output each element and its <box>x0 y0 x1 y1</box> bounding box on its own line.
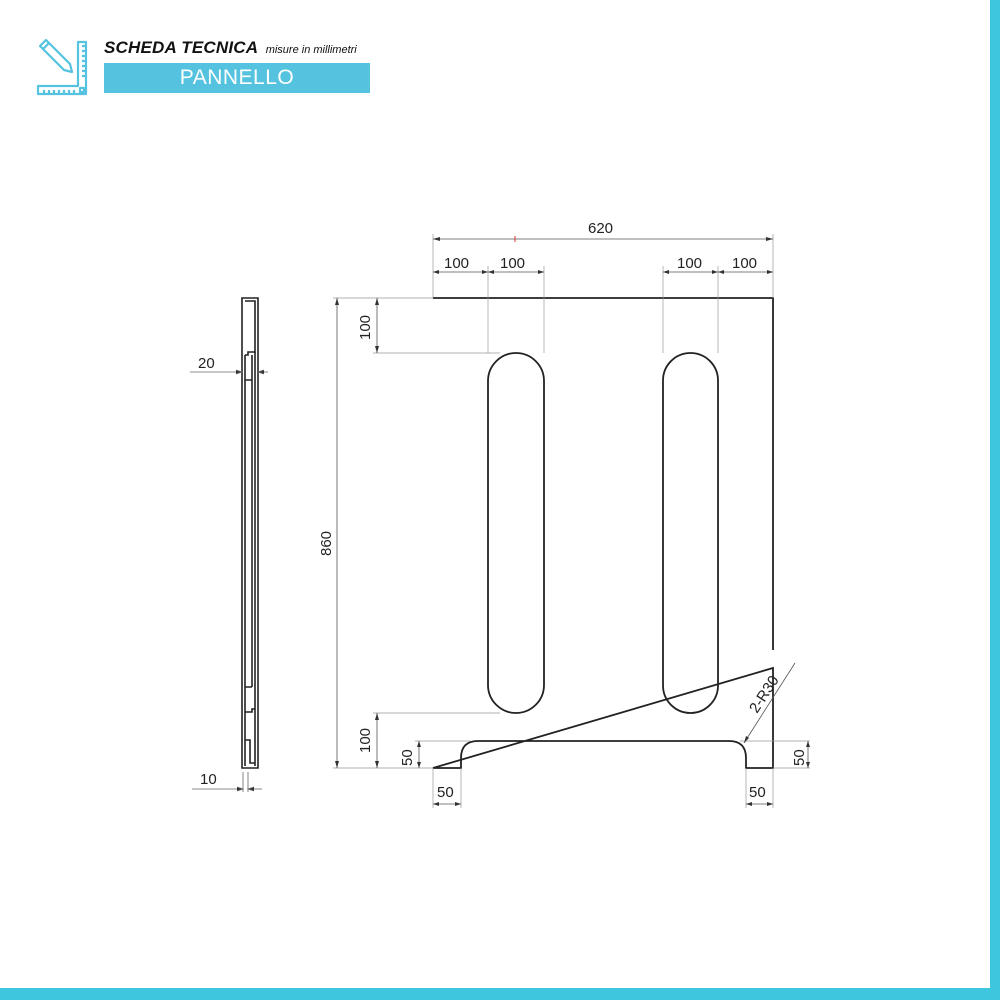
title-line: SCHEDA TECNICA misure in millimetri <box>104 38 357 58</box>
cutout-left-height-label: 50 <box>399 749 416 766</box>
ruler-pencil-icon <box>36 38 88 96</box>
cutout-left-inset-label: 50 <box>437 784 454 801</box>
extension-lines <box>333 234 810 808</box>
radius-note: 2-R30 <box>746 673 783 717</box>
dimension-lines <box>336 238 809 805</box>
overall-height-label: 860 <box>318 531 335 556</box>
product-banner: PANNELLO <box>104 63 370 93</box>
offset-label-2: 100 <box>500 255 525 272</box>
frame-border-right <box>990 0 1000 1000</box>
overall-width-label: 620 <box>588 220 613 237</box>
side-bottom-label: 10 <box>200 771 217 788</box>
offset-label-4: 100 <box>732 255 757 272</box>
slot-bottom-offset-label: 100 <box>357 728 374 753</box>
slot-right <box>662 352 719 714</box>
slot-left <box>487 352 545 714</box>
slot-top-offset-label: 100 <box>357 315 374 340</box>
side-dim-10 <box>192 772 262 792</box>
front-panel <box>432 297 774 769</box>
cutout-right-height-label: 50 <box>791 749 808 766</box>
side-view <box>241 297 259 769</box>
cutout-right-inset-label: 50 <box>749 784 766 801</box>
side-dim-20 <box>190 369 268 375</box>
side-thickness-label: 20 <box>198 355 215 372</box>
sheet-title: SCHEDA TECNICA <box>104 38 259 57</box>
arrowheads <box>335 237 810 806</box>
frame-border-bottom <box>0 988 1000 1000</box>
offset-label-1: 100 <box>444 255 469 272</box>
offset-label-3: 100 <box>677 255 702 272</box>
units-note: misure in millimetri <box>265 44 357 56</box>
